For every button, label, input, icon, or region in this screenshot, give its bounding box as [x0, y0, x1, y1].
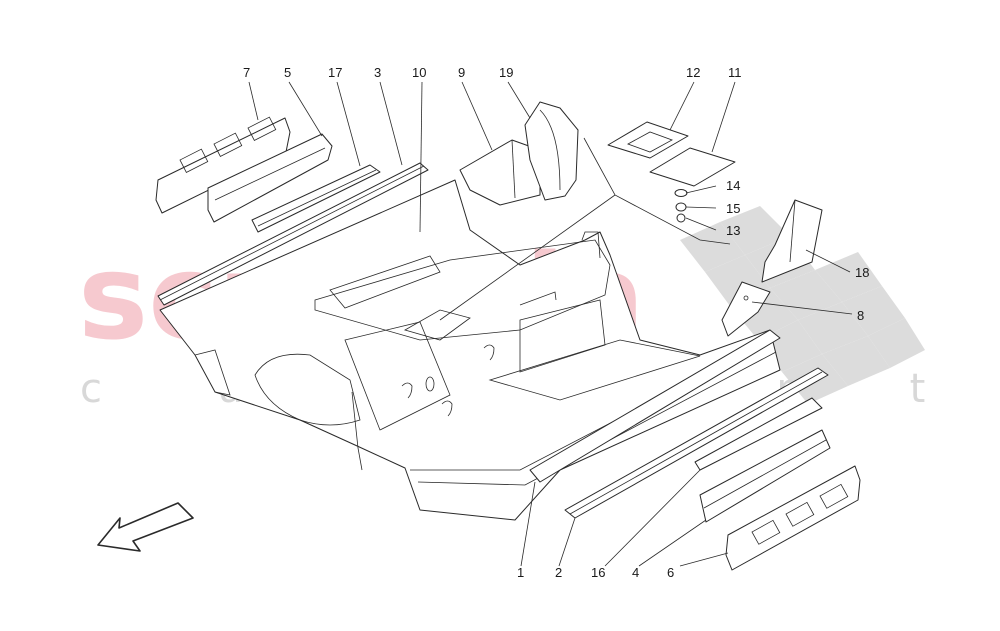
part-3-long-sill: [157, 162, 429, 306]
callout-5: 5: [284, 65, 291, 80]
callout-8: 8: [857, 308, 864, 323]
callout-1: 1: [517, 565, 524, 580]
part-16-rail-strip: [694, 397, 823, 471]
callout-3: 3: [374, 65, 381, 80]
part-19-tunnel-cover: [524, 101, 579, 201]
callout-4: 4: [632, 565, 639, 580]
part-12-gasket: [607, 121, 689, 159]
callout-7: 7: [243, 65, 250, 80]
callout-12: 12: [686, 65, 700, 80]
callout-6: 6: [667, 565, 674, 580]
part-5-sill-inner: [207, 133, 333, 223]
part-17-sill-strip: [251, 164, 381, 233]
callout-17: 17: [328, 65, 342, 80]
callout-labels: 7 5 17 3 10 9 19 12 11 14 15 13 18 8 1 2…: [243, 65, 869, 580]
callout-15: 15: [726, 201, 740, 216]
direction-arrow-icon: [97, 502, 194, 552]
part-4-sill-inner-right: [699, 429, 831, 523]
callout-14: 14: [726, 178, 740, 193]
callout-16: 16: [591, 565, 605, 580]
floor-pan-main: [159, 179, 781, 521]
callout-10: 10: [412, 65, 426, 80]
part-2-rail: [564, 367, 829, 519]
part-11-plate: [649, 147, 736, 187]
part-18-side-bracket: [761, 199, 823, 283]
part-1-front-sill: [529, 329, 781, 483]
callout-2: 2: [555, 565, 562, 580]
callout-19: 19: [499, 65, 513, 80]
leader-lines: [248, 81, 853, 567]
callout-18: 18: [855, 265, 869, 280]
part-6-sill-panel-right: [725, 465, 861, 571]
fasteners-13-14-15: [674, 189, 688, 223]
callout-11: 11: [728, 65, 742, 80]
part-9-bracket: [459, 139, 541, 206]
part-8-gusset: [721, 281, 771, 337]
callout-13: 13: [726, 223, 740, 238]
callout-9: 9: [458, 65, 465, 80]
